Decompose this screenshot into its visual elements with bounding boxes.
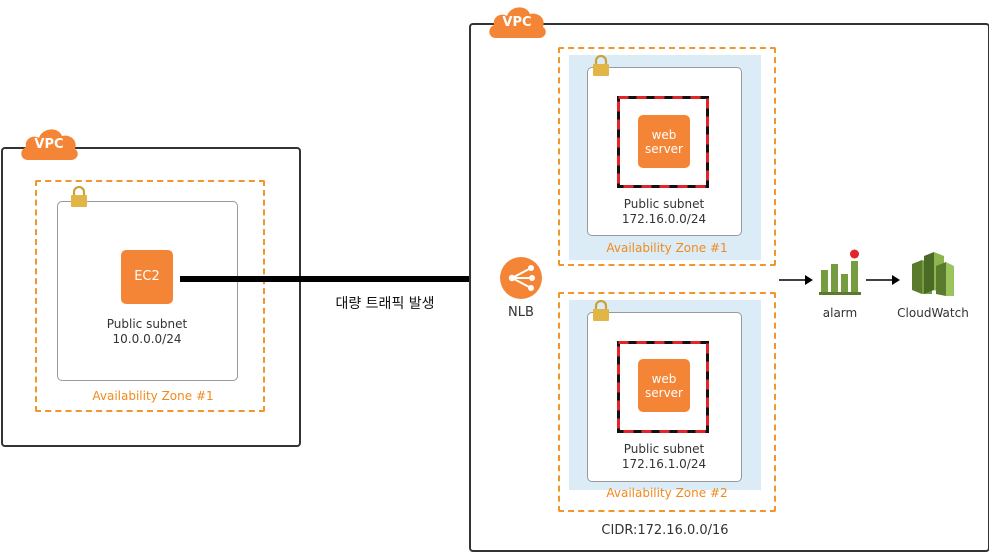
left-subnet-name: Public subnet (106, 317, 188, 331)
left-vpc-label: VPC (34, 137, 64, 152)
az1-label: Availability Zone #1 (606, 241, 728, 255)
cloudwatch-arrow (866, 275, 900, 285)
az2-web-server[interactable]: web server (638, 359, 690, 412)
az2-subnet-cidr: 172.16.1.0/24 (621, 457, 707, 471)
left-subnet-cidr: 10.0.0.0/24 (112, 332, 182, 346)
right-availability-zone-2 (558, 292, 776, 512)
az1-subnet-name: Public subnet (623, 197, 705, 211)
az2-label: Availability Zone #2 (606, 486, 728, 500)
cloudwatch-icon[interactable] (910, 250, 954, 298)
az2-server-line1: web (651, 371, 677, 386)
az1-server-line2: server (645, 141, 683, 156)
right-availability-zone-1 (558, 47, 776, 266)
left-az-label: Availability Zone #1 (92, 389, 214, 403)
az1-subnet-cidr: 172.16.0.0/24 (621, 212, 707, 226)
load-balancer-icon[interactable] (499, 256, 543, 300)
az1-web-server[interactable]: web server (638, 115, 690, 168)
traffic-label: 대량 트래픽 발생 (335, 296, 435, 312)
az2-server-line2: server (645, 385, 683, 400)
cloud-icon (21, 129, 78, 160)
alarm-arrow (779, 275, 813, 285)
lock-icon (71, 186, 87, 207)
left-availability-zone (35, 180, 265, 412)
az1-server-line1: web (651, 127, 677, 142)
az2-subnet-name: Public subnet (623, 442, 705, 456)
lock-icon (593, 300, 609, 321)
cloud-icon (489, 7, 546, 39)
nlb-label: NLB (508, 305, 534, 320)
ec2-label: EC2 (134, 269, 160, 284)
vpc-cidr: CIDR:172.16.0.0/16 (601, 523, 729, 538)
lock-icon (593, 55, 609, 76)
az2-security-group (617, 341, 709, 433)
right-vpc-label: VPC (502, 15, 532, 30)
alarm-label: alarm (822, 306, 858, 320)
cloudwatch-label: CloudWatch (897, 306, 969, 320)
alarm-icon[interactable] (819, 248, 861, 296)
ec2-instance[interactable]: EC2 (121, 250, 173, 304)
az1-security-group (617, 96, 709, 188)
traffic-arrow (180, 269, 498, 289)
